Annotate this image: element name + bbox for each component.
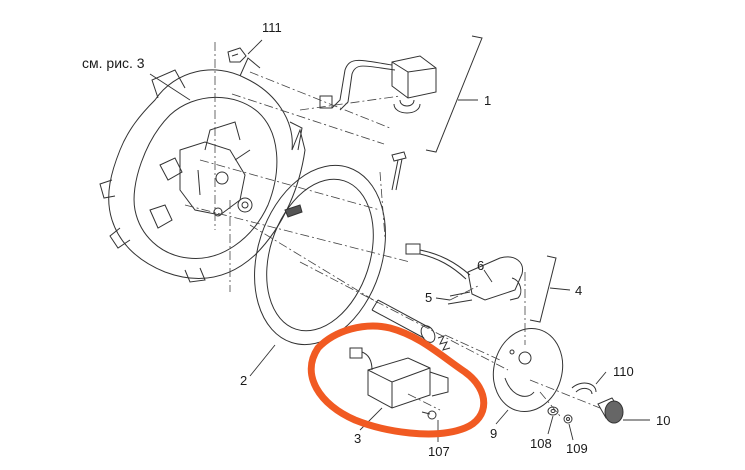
clip-part-111	[227, 47, 247, 63]
callout-9: 9	[490, 426, 498, 441]
callout-5: 5	[425, 290, 433, 305]
callout-3: 3	[354, 431, 362, 446]
housing-part	[99, 57, 306, 283]
callout-107: 107	[428, 444, 450, 459]
module-part-3	[349, 347, 449, 420]
nut-part-109	[563, 414, 573, 424]
assembly-centerlines	[184, 42, 601, 417]
callout-108: 108	[530, 436, 552, 451]
callout-10: 10	[656, 413, 671, 428]
highlight-outline	[307, 322, 488, 438]
callout-6: 6	[477, 258, 485, 273]
callout-111: 111	[262, 20, 282, 35]
clip-part-110	[571, 382, 597, 395]
bulb-socket-part-1	[319, 55, 437, 114]
callout-4: 4	[575, 283, 583, 298]
knob-part-10	[597, 397, 624, 424]
callout-110: 110	[613, 364, 634, 379]
bracket-group-1	[425, 35, 483, 153]
group-brackets	[425, 35, 557, 323]
plate-part-9	[492, 327, 564, 413]
connector-part-6	[405, 243, 524, 305]
callout-1: 1	[484, 93, 492, 108]
bracket-group-4	[529, 255, 557, 323]
reflector-ring-part-2	[254, 164, 386, 346]
callout-109: 109	[566, 441, 588, 456]
callout-2: 2	[240, 373, 248, 388]
screw-part	[391, 151, 407, 191]
reference-note-label: см. рис. 3	[82, 55, 145, 71]
